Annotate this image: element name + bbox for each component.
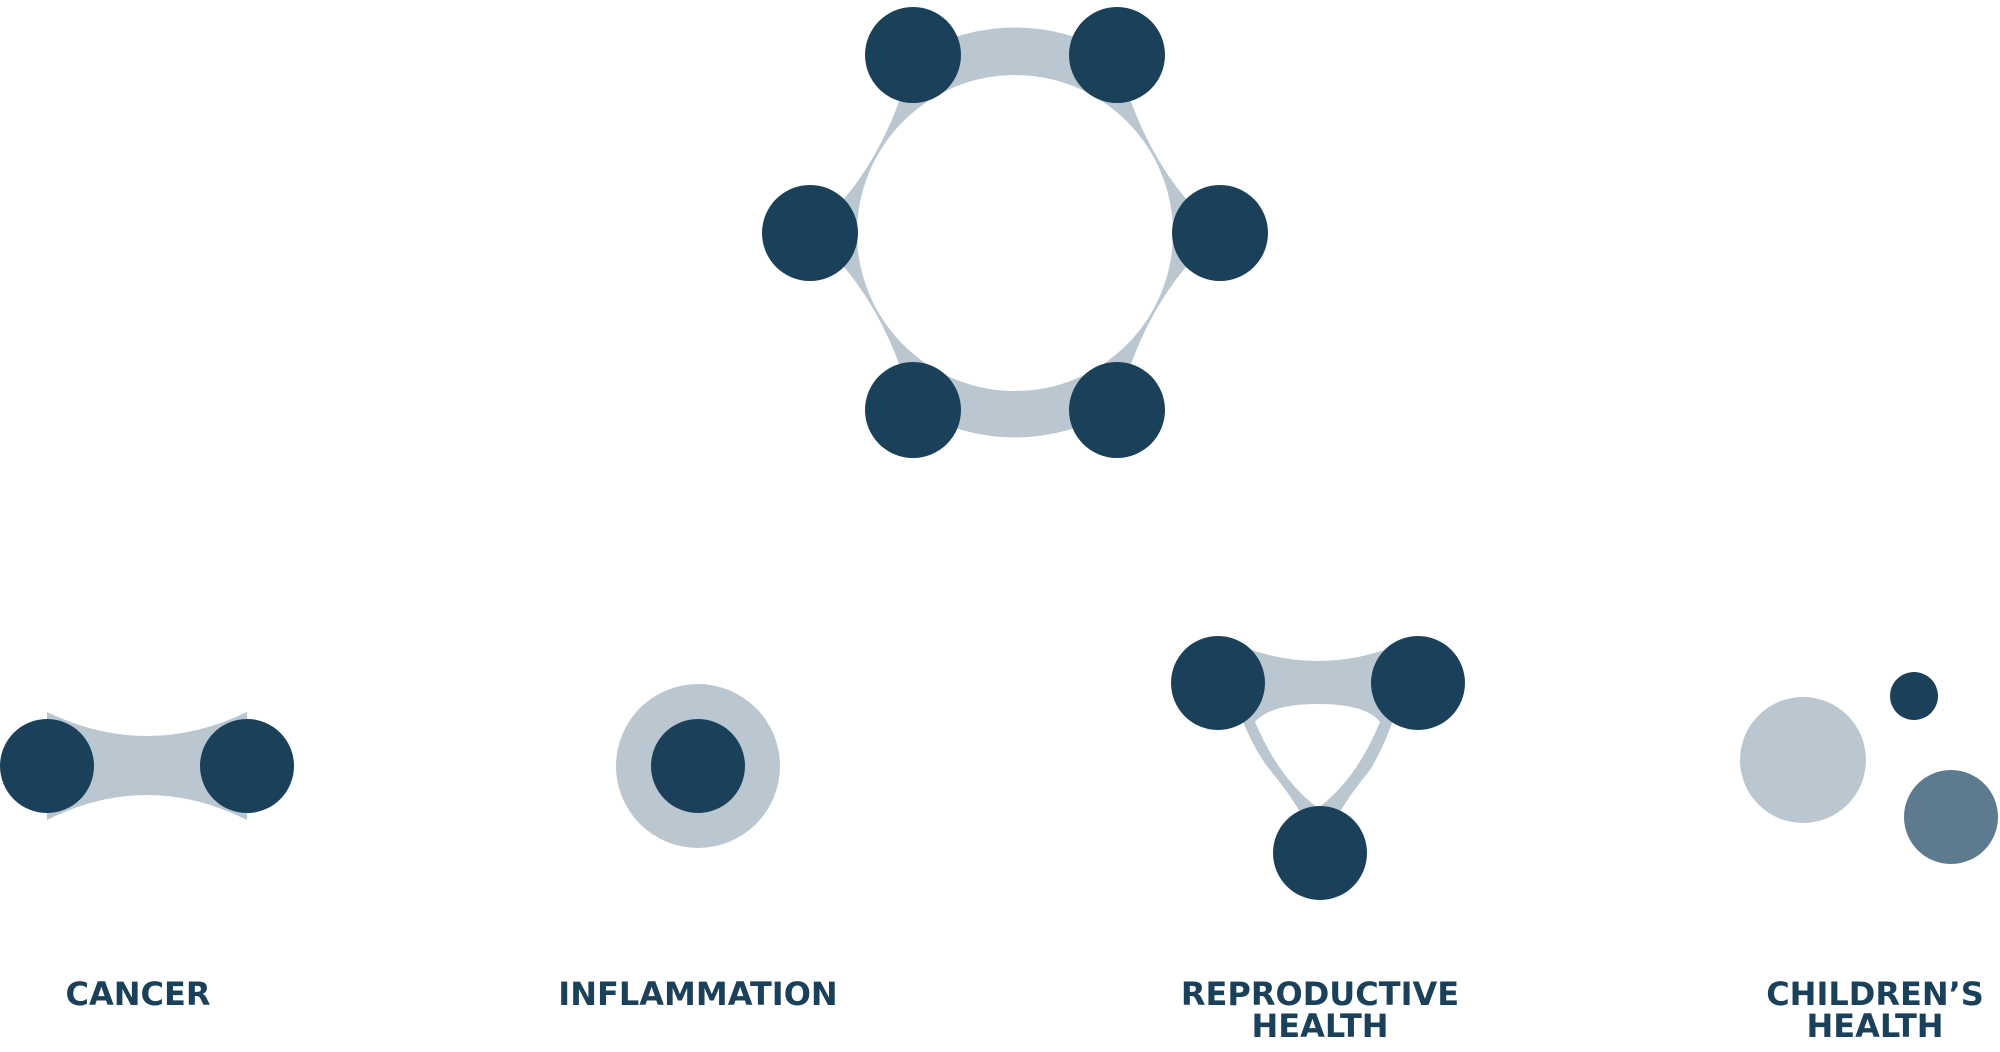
- reproductive-node-top-right: [1371, 636, 1465, 730]
- category-label-childrens-health: CHILDREN’S HEALTH: [1760, 978, 1990, 1042]
- inflammation-node: [651, 719, 745, 813]
- hexagon-node-bottom-left: [865, 362, 961, 458]
- cancer-icon: [0, 712, 294, 820]
- category-label-line: REPRODUCTIVE: [1180, 975, 1460, 1013]
- childrens-small-dark-circle: [1890, 672, 1938, 720]
- category-label-line: HEALTH: [1251, 1007, 1389, 1045]
- hexagon-node-top-right: [1069, 7, 1165, 103]
- hexagon-node-left: [762, 185, 858, 281]
- reproductive-node-top-left: [1171, 636, 1265, 730]
- reproductive-health-icon: [1171, 636, 1465, 900]
- category-label-line: INFLAMMATION: [558, 975, 838, 1013]
- hexagon-node-top-left: [865, 7, 961, 103]
- cancer-node-left: [0, 719, 94, 813]
- category-label-cancer: CANCER: [38, 978, 238, 1010]
- hexagon-node-right: [1172, 185, 1268, 281]
- childrens-medium-circle: [1904, 770, 1998, 864]
- reproductive-node-bottom: [1273, 806, 1367, 900]
- hexagon-ring-link: [810, 27, 1220, 438]
- childrens-large-light-circle: [1740, 697, 1866, 823]
- reproductive-triangle-link: [1218, 636, 1418, 853]
- childrens-health-icon: [1740, 672, 1998, 864]
- category-label-line: HEALTH: [1806, 1007, 1944, 1045]
- hexagon-node-bottom-right: [1069, 362, 1165, 458]
- category-label-line: CHILDREN’S: [1766, 975, 1984, 1013]
- inflammation-icon: [616, 684, 780, 848]
- cancer-bridge-link: [47, 712, 247, 820]
- hexagon-molecule: [762, 7, 1268, 458]
- category-label-line: CANCER: [65, 975, 211, 1013]
- category-label-inflammation: INFLAMMATION: [548, 978, 848, 1010]
- category-label-reproductive-health: REPRODUCTIVE HEALTH: [1170, 978, 1470, 1042]
- cancer-node-right: [200, 719, 294, 813]
